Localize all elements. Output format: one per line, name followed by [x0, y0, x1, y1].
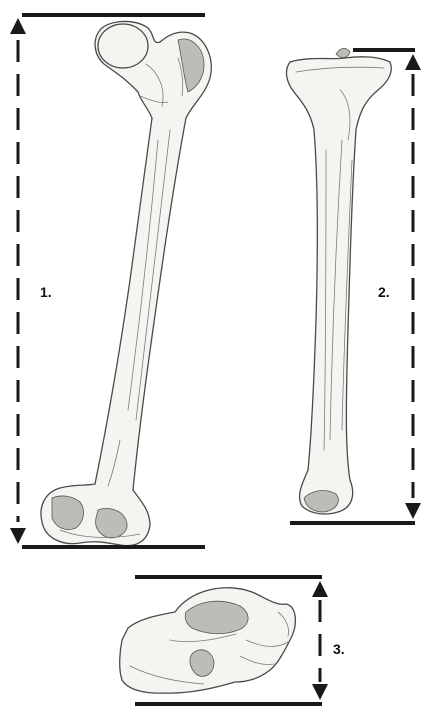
tibia-label: 2.: [378, 284, 390, 300]
tibia-illustration: [287, 48, 392, 514]
femur-arrow-up-icon: [10, 18, 26, 34]
femur-illustration: [41, 21, 211, 545]
calcaneus-arrow-down-icon: [312, 684, 328, 700]
tibia-arrow-down-icon: [405, 503, 421, 519]
calcaneus-illustration: [120, 588, 296, 693]
tibia-arrow-up-icon: [405, 54, 421, 70]
calcaneus-arrow-up-icon: [312, 581, 328, 597]
femur-arrow-down-icon: [10, 528, 26, 544]
femur-label: 1.: [40, 284, 52, 300]
calcaneus-label: 3.: [333, 641, 345, 657]
